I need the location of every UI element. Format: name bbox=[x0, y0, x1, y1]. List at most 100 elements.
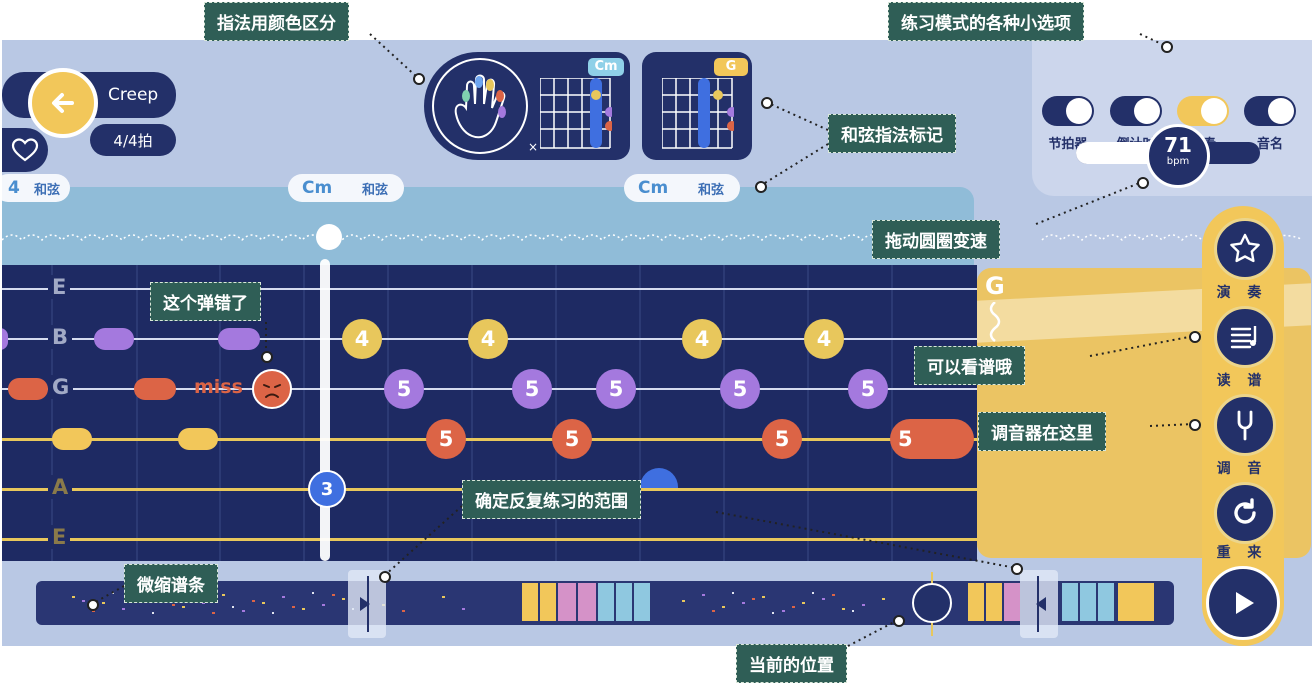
note-b-4: 4 bbox=[804, 319, 844, 359]
note-d-1: 5 bbox=[426, 419, 466, 459]
tuner-button[interactable] bbox=[1214, 394, 1276, 456]
mini-chord-block bbox=[522, 583, 538, 621]
read-score-label: 读 谱 bbox=[1216, 373, 1268, 389]
mini-chord-block bbox=[1098, 583, 1114, 621]
passed-note-bar bbox=[2, 328, 8, 350]
chord-label-1: Cm 和弦 bbox=[288, 174, 404, 202]
toggle-metronome[interactable] bbox=[1042, 96, 1094, 126]
restart-label: 重 来 bbox=[1216, 545, 1268, 561]
callout-view-score: 可以看谱哦 bbox=[914, 346, 1025, 385]
callout-dot bbox=[1137, 177, 1149, 189]
callout-drag-speed: 拖动圆圈变速 bbox=[872, 220, 1000, 259]
mini-chord-block bbox=[540, 583, 556, 621]
mini-chord-block bbox=[1062, 583, 1078, 621]
callout-dot bbox=[755, 181, 767, 193]
chord-diagram-g bbox=[661, 77, 737, 150]
callout-dot bbox=[1189, 419, 1201, 431]
toggle-countdown[interactable] bbox=[1110, 96, 1162, 126]
repeat-start-handle[interactable] bbox=[348, 570, 386, 638]
hand-fingering-icon bbox=[432, 58, 528, 154]
callout-dot bbox=[893, 615, 905, 627]
note-a-partial bbox=[640, 468, 678, 488]
note-g-3: 5 bbox=[596, 369, 636, 409]
favorite-button[interactable] bbox=[2, 128, 48, 172]
passed-note-bar bbox=[134, 378, 176, 400]
passed-note-bar bbox=[94, 328, 134, 350]
repeat-end-handle[interactable] bbox=[1020, 570, 1058, 638]
read-score-button[interactable] bbox=[1214, 306, 1276, 368]
string-label-b: B bbox=[48, 325, 73, 349]
miss-face-icon bbox=[252, 369, 292, 409]
callout-dot bbox=[261, 351, 273, 363]
note-g-5: 5 bbox=[848, 369, 888, 409]
string-label-a: A bbox=[48, 475, 73, 499]
playhead-line bbox=[320, 259, 330, 561]
chord-label-2: Cm 和弦 bbox=[624, 174, 740, 202]
mini-chord-block bbox=[1080, 583, 1096, 621]
chord-card-cm: × Cm bbox=[424, 52, 630, 160]
tempo-value: 71 bbox=[1164, 133, 1192, 157]
restart-button[interactable] bbox=[1214, 482, 1276, 544]
mini-chord-block bbox=[578, 583, 596, 621]
tuning-fork-icon bbox=[1237, 410, 1253, 441]
tuner-label: 调 音 bbox=[1216, 461, 1268, 477]
app-window: Creep 4/4拍 bbox=[2, 40, 1312, 646]
countdown-squiggle bbox=[989, 302, 1001, 342]
range-end-icon bbox=[1036, 576, 1046, 632]
chord-card-g: G bbox=[642, 52, 752, 160]
tempo-knob[interactable]: 71 bpm bbox=[1146, 124, 1210, 188]
heart-icon bbox=[11, 138, 39, 162]
passed-note-bar bbox=[218, 328, 260, 350]
note-b-1: 4 bbox=[342, 319, 382, 359]
callout-chord-fingering: 和弦指法标记 bbox=[828, 114, 956, 153]
chord-card-cm-label: Cm bbox=[588, 58, 624, 76]
note-d-3: 5 bbox=[762, 419, 802, 459]
callout-wrong-note: 这个弹错了 bbox=[150, 282, 261, 321]
callout-fingering-colors: 指法用颜色区分 bbox=[204, 2, 349, 41]
string-line-e-low bbox=[2, 538, 977, 541]
callout-practice-options: 练习模式的各种小选项 bbox=[888, 2, 1084, 41]
callout-dot bbox=[87, 599, 99, 611]
score-icon bbox=[1230, 326, 1257, 349]
play-button[interactable] bbox=[1206, 566, 1280, 640]
current-position-knob[interactable] bbox=[912, 583, 952, 623]
mini-chord-block bbox=[1118, 583, 1154, 621]
beat-dots-row bbox=[2, 234, 1303, 242]
toggle-note-names-label: 音名 bbox=[1256, 137, 1283, 152]
note-g-4: 5 bbox=[720, 369, 760, 409]
chord-card-g-label: G bbox=[714, 58, 748, 76]
string-label-e-low: E bbox=[48, 525, 71, 549]
chord-label-0: 4 和弦 bbox=[2, 174, 70, 202]
range-start-icon bbox=[360, 576, 370, 632]
mini-chord-block bbox=[598, 583, 614, 621]
mini-chord-block bbox=[558, 583, 576, 621]
toggle-accompaniment[interactable] bbox=[1177, 96, 1229, 126]
callout-dot bbox=[379, 571, 391, 583]
toggle-note-names[interactable] bbox=[1244, 96, 1296, 126]
mute-mark: × bbox=[528, 140, 539, 154]
time-signature-pill: 4/4拍 bbox=[90, 124, 176, 156]
song-title: Creep bbox=[108, 85, 159, 105]
callout-mini-score: 微缩谱条 bbox=[124, 564, 218, 603]
note-g-1: 5 bbox=[384, 369, 424, 409]
callout-current-position: 当前的位置 bbox=[736, 644, 847, 683]
callout-repeat-range: 确定反复练习的范围 bbox=[462, 480, 641, 519]
string-line-g bbox=[2, 388, 977, 390]
passed-note-bar bbox=[52, 428, 92, 450]
callout-dot bbox=[413, 73, 425, 85]
restart-icon bbox=[1234, 498, 1256, 524]
countdown-letter: G bbox=[985, 272, 1005, 300]
chord-diagram-cm bbox=[539, 77, 615, 150]
back-button[interactable] bbox=[28, 68, 98, 138]
note-b-2: 4 bbox=[468, 319, 508, 359]
mini-chord-block bbox=[986, 583, 1002, 621]
string-line-d bbox=[2, 438, 977, 441]
perform-button[interactable] bbox=[1214, 218, 1276, 280]
string-label-g: G bbox=[48, 375, 74, 399]
callout-dot bbox=[1011, 563, 1023, 575]
mini-chord-block bbox=[634, 583, 650, 621]
star-icon bbox=[1230, 233, 1260, 263]
timeline-drag-circle[interactable] bbox=[316, 224, 342, 250]
playhead-note: 3 bbox=[308, 470, 346, 508]
